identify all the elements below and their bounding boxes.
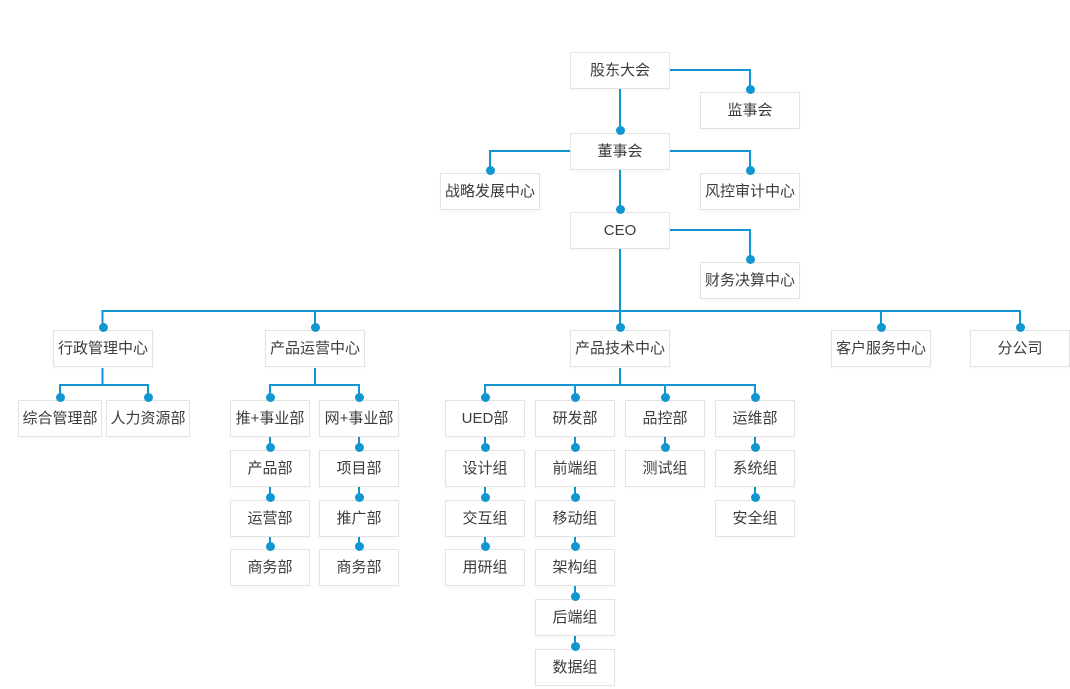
org-node-interaction-team[interactable]: 交互组 xyxy=(445,493,525,537)
org-node-product-ops-center[interactable]: 产品运营中心 xyxy=(265,323,365,367)
connector-column-chains xyxy=(269,437,756,645)
org-node-testing-team[interactable]: 测试组 xyxy=(625,443,705,487)
org-node-operations-dept[interactable]: 运营部 xyxy=(230,493,310,537)
org-node-business-dept-b[interactable]: 商务部 xyxy=(319,542,399,586)
org-node-branch-company[interactable]: 分公司 xyxy=(970,323,1070,367)
org-node-frontend-team[interactable]: 前端组 xyxy=(535,443,615,487)
org-node-product-tech-center[interactable]: 产品技术中心 xyxy=(570,323,670,367)
connector-top-levels xyxy=(489,69,751,258)
org-node-user-research-team[interactable]: 用研组 xyxy=(445,542,525,586)
org-node-backend-team[interactable]: 后端组 xyxy=(535,592,615,636)
org-node-product-dept[interactable]: 产品部 xyxy=(230,443,310,487)
org-node-general-admin-dept[interactable]: 综合管理部 xyxy=(18,393,102,437)
org-node-qc-dept[interactable]: 品控部 xyxy=(625,393,705,437)
org-node-architecture-team[interactable]: 架构组 xyxy=(535,542,615,586)
org-node-supervisory-board[interactable]: 监事会 xyxy=(700,85,800,129)
org-node-finance-center[interactable]: 财务决算中心 xyxy=(700,255,800,299)
org-node-shareholders-meeting[interactable]: 股东大会 xyxy=(570,52,670,89)
org-node-ued-dept[interactable]: UED部 xyxy=(445,393,525,437)
org-node-security-team[interactable]: 安全组 xyxy=(715,493,795,537)
org-node-tui-plus-division[interactable]: 推+事业部 xyxy=(230,393,310,437)
org-node-risk-audit-center[interactable]: 风控审计中心 xyxy=(700,166,800,210)
org-node-design-team[interactable]: 设计组 xyxy=(445,443,525,487)
org-node-hr-dept[interactable]: 人力资源部 xyxy=(106,393,190,437)
org-node-project-dept[interactable]: 项目部 xyxy=(319,443,399,487)
org-node-data-team[interactable]: 数据组 xyxy=(535,642,615,686)
org-node-mobile-team[interactable]: 移动组 xyxy=(535,493,615,537)
org-node-system-team[interactable]: 系统组 xyxy=(715,443,795,487)
org-node-board-of-directors[interactable]: 董事会 xyxy=(570,126,670,170)
org-node-business-dept-a[interactable]: 商务部 xyxy=(230,542,310,586)
org-node-customer-service-center[interactable]: 客户服务中心 xyxy=(831,323,931,367)
connector-ceo-trunk xyxy=(101,248,1021,326)
org-node-strategy-center[interactable]: 战略发展中心 xyxy=(440,166,540,210)
connector-center-branches xyxy=(59,368,756,396)
org-node-admin-center[interactable]: 行政管理中心 xyxy=(53,323,153,367)
org-node-wang-plus-division[interactable]: 网+事业部 xyxy=(319,393,399,437)
org-node-ops-dept[interactable]: 运维部 xyxy=(715,393,795,437)
org-node-rd-dept[interactable]: 研发部 xyxy=(535,393,615,437)
connector-lines xyxy=(59,69,1021,645)
org-node-ceo[interactable]: CEO xyxy=(570,205,670,249)
org-node-promotion-dept[interactable]: 推广部 xyxy=(319,493,399,537)
